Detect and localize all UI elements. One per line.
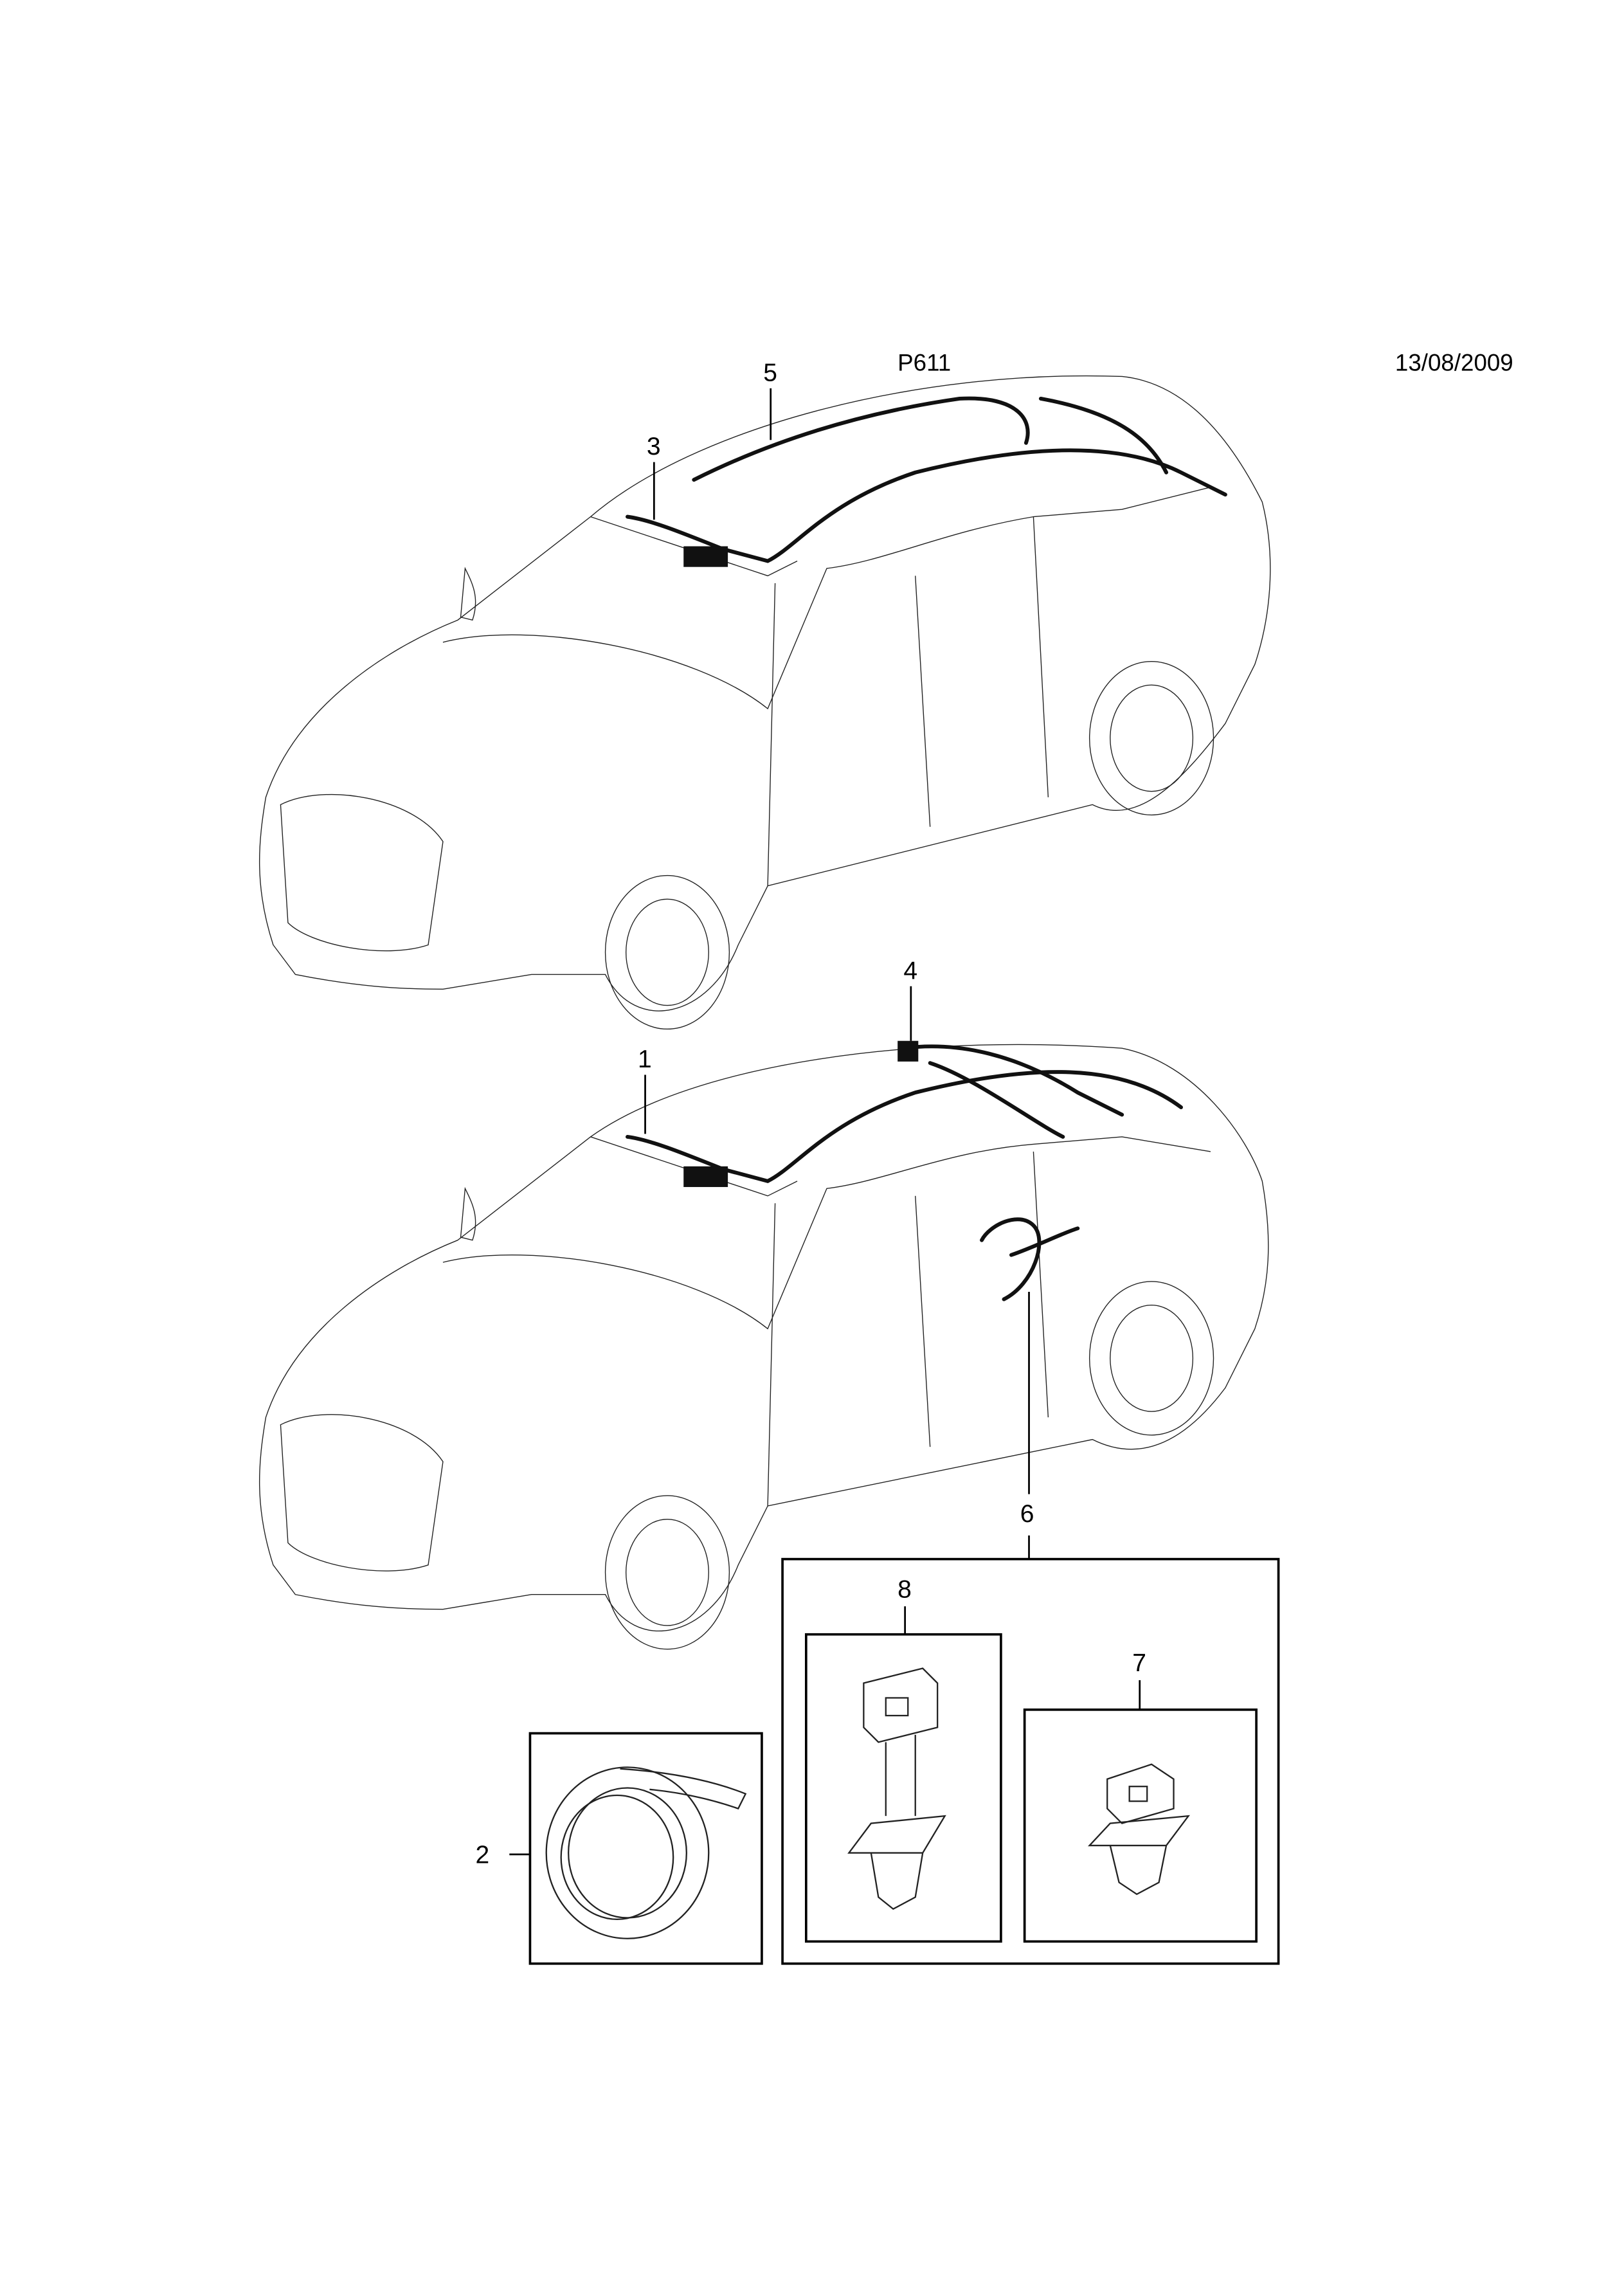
tape-roll-illustration [545, 1766, 747, 1939]
kit-box-6 [781, 1557, 1280, 1965]
part-8-box [804, 1633, 1002, 1943]
callout-6: 6 [1020, 1500, 1034, 1528]
callout-1: 1 [638, 1046, 652, 1073]
part-2-box [528, 1732, 763, 1965]
clip-7-illustration [1088, 1763, 1190, 1896]
callout-5: 5 [763, 359, 777, 386]
callout-8: 8 [898, 1575, 912, 1603]
sedan-car-illustration [259, 1040, 1269, 1650]
callout-2: 2 [475, 1842, 489, 1869]
diagram-date: 13/08/2009 [1395, 349, 1513, 376]
part-7-box [1023, 1708, 1258, 1943]
page-code: P611 [898, 349, 951, 376]
callout-3: 3 [647, 433, 661, 460]
clip-8-illustration [847, 1667, 946, 1910]
estate-car-illustration [259, 375, 1271, 1030]
callout-4: 4 [903, 957, 917, 984]
callout-7: 7 [1132, 1649, 1146, 1677]
